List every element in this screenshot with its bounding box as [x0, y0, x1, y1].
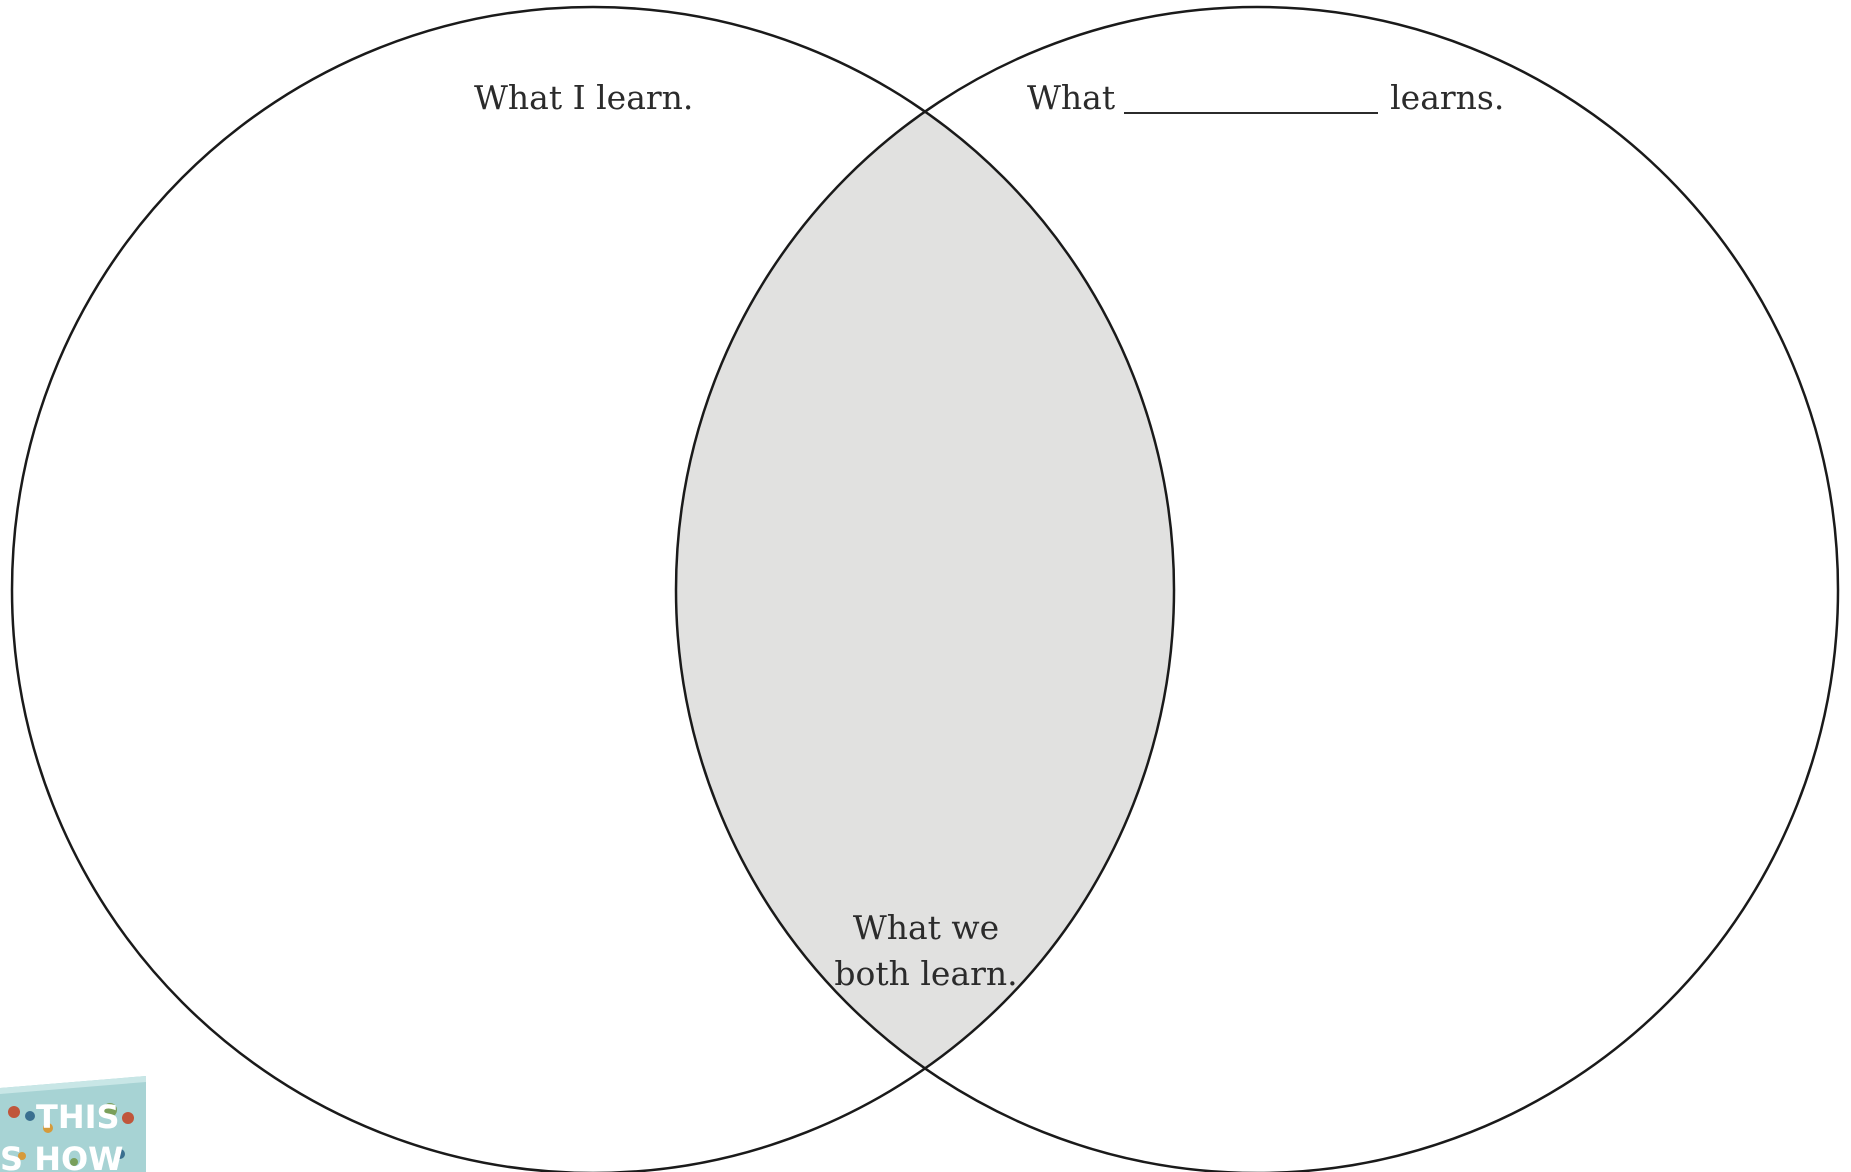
overlap-label: What we both learn.: [826, 905, 1026, 997]
name-blank-line[interactable]: [1124, 84, 1378, 114]
overlap-region: [676, 7, 1838, 1172]
right-label-prefix: What: [1027, 81, 1115, 114]
book-cover-thumbnail: THIS S HOW: [0, 1070, 150, 1172]
left-circle-label: What I learn.: [474, 81, 693, 114]
overlap-label-line-2: both learn.: [826, 951, 1026, 997]
book-cover-title-line-2: S HOW: [0, 1140, 123, 1172]
right-circle-label: What learns.: [1027, 81, 1504, 114]
book-cover-title-line-1: THIS: [36, 1098, 120, 1136]
overlap-label-line-1: What we: [826, 905, 1026, 951]
right-label-suffix: learns.: [1390, 81, 1504, 114]
